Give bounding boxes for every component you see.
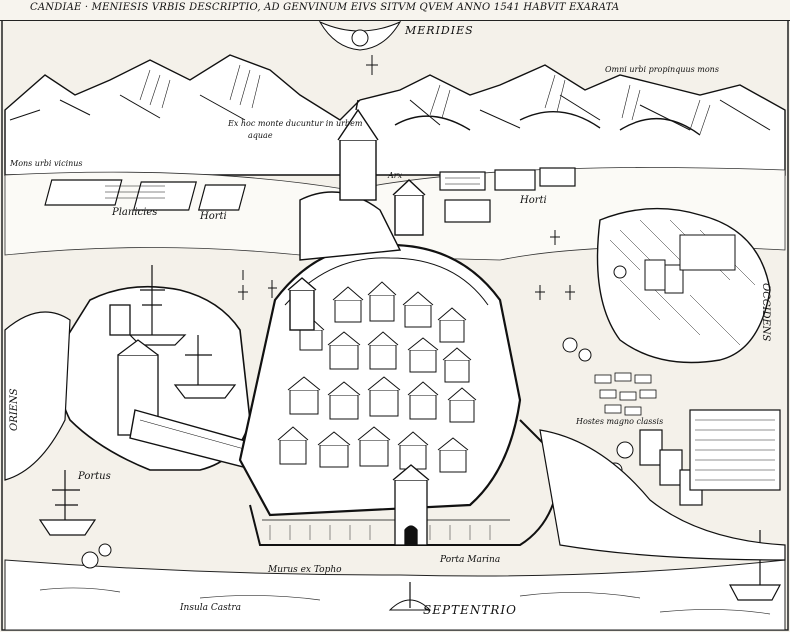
wind-cherub-icon [318, 20, 402, 75]
label-planities: Planicies [112, 207, 158, 218]
sea-gate [392, 464, 430, 546]
gardens [44, 167, 576, 223]
smoke [81, 265, 638, 569]
label-hostes: Hostes magno classis [576, 417, 664, 426]
label-insula: Insula Castra [180, 603, 242, 613]
title-band [0, 0, 790, 21]
compass-north-label: SEPTENTRIO [423, 603, 517, 617]
figures [238, 230, 575, 300]
mountain-hatching [139, 64, 711, 135]
compass-south-label: MERIDIES [405, 24, 474, 37]
label-horti-right: Horti [520, 195, 547, 206]
ship [38, 265, 781, 601]
compass-east-label: ORIENS [9, 388, 20, 431]
mountain-range [4, 54, 786, 176]
label-porta: Porta Marina [440, 555, 501, 565]
label-horti-left: Horti [200, 211, 227, 222]
label-mons-note: Ex hoc monte ducuntur in urbem [228, 119, 363, 128]
label-mons-right: Omni urbi propinquus mons [605, 65, 719, 74]
map-title: CANDIAE · MENIESIS VRBIS DESCRIPTIO, AD … [30, 2, 620, 13]
army-camp [644, 234, 736, 294]
label-mons-note2: aquae [248, 131, 273, 140]
citadel [287, 99, 426, 331]
compass-west-label: OCCIDENS [760, 283, 771, 342]
houses [277, 281, 477, 473]
label-mons-left: Mons urbi vicinus [10, 159, 83, 168]
battery-rows [594, 372, 657, 416]
label-portus: Portus [78, 471, 111, 482]
label-murus: Murus ex Topho [268, 565, 342, 575]
label-arx: Arx [388, 171, 403, 180]
sea [4, 559, 786, 631]
